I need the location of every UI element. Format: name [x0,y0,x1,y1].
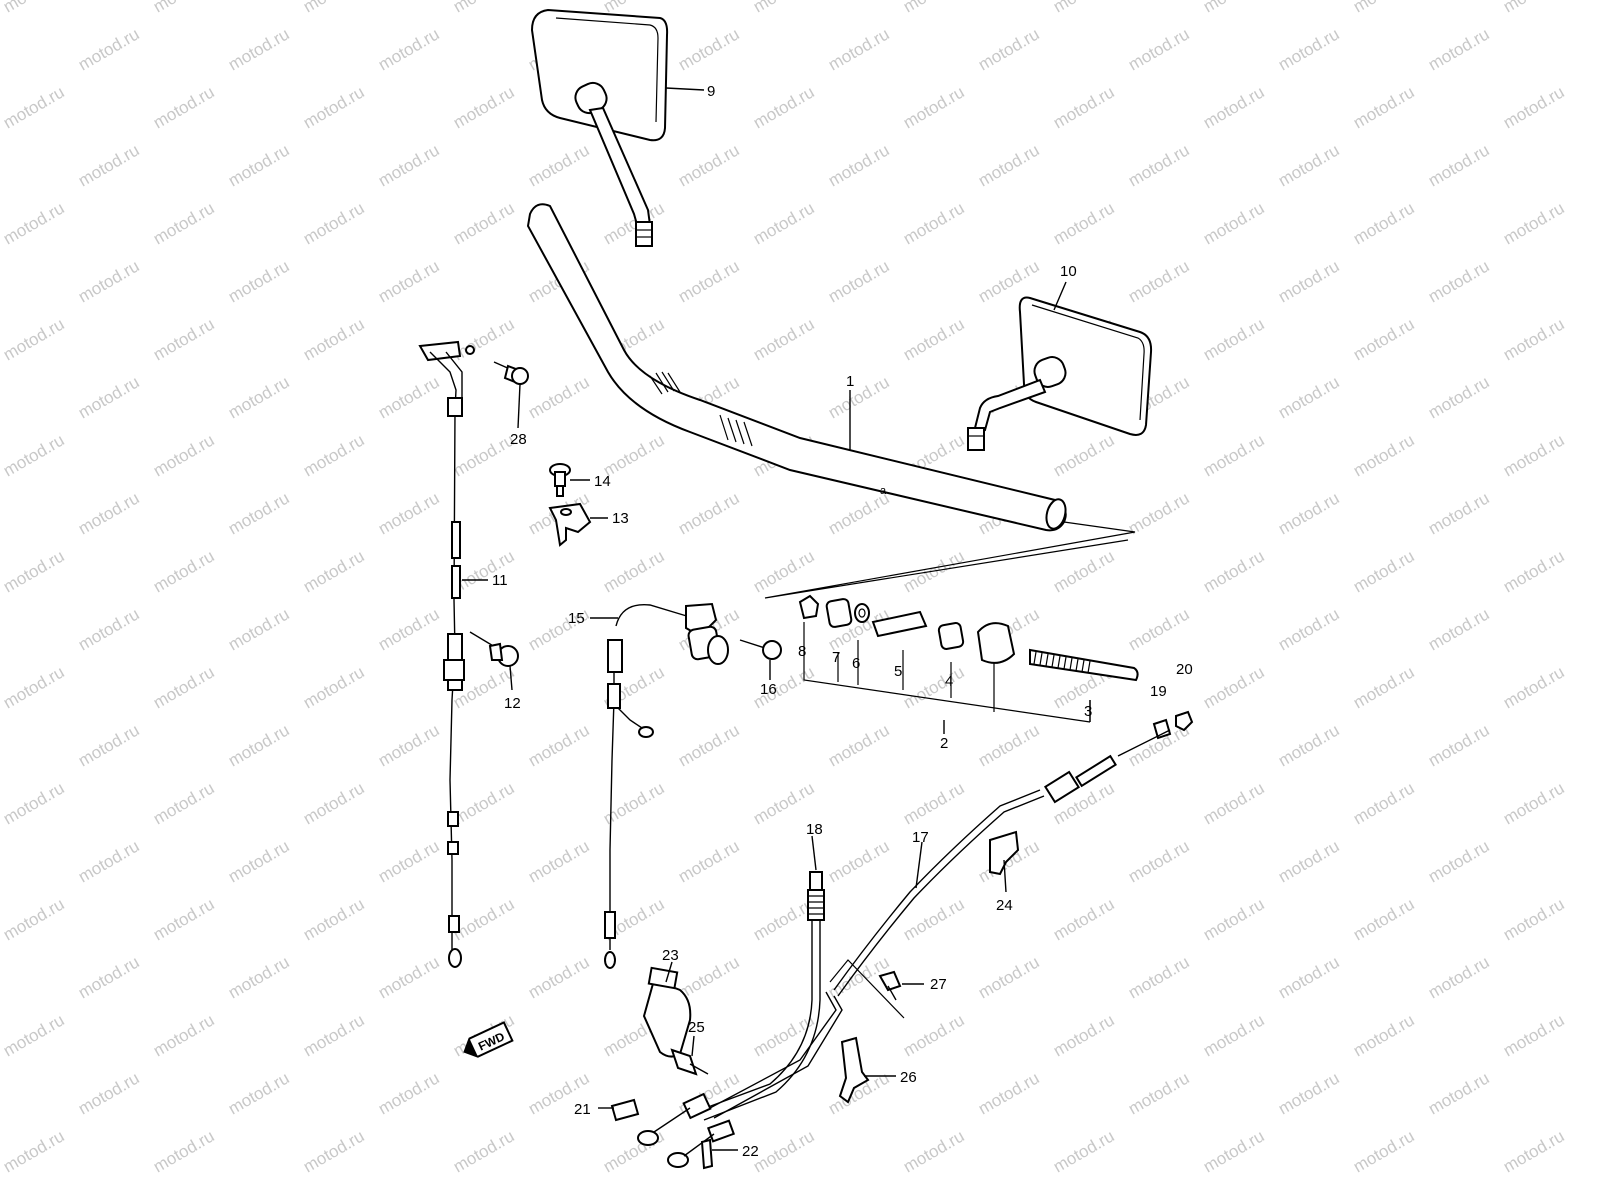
callout-18: 18 [806,821,823,838]
svg-text:a: a [880,485,887,497]
callout-27: 27 [930,976,947,993]
callout-22: 22 [742,1143,759,1160]
callout-17: 17 [912,829,929,846]
screw-16 [739,639,782,660]
callout-13: 13 [612,510,629,527]
bracket-26 [829,959,905,1104]
callout-12: 12 [504,695,521,712]
callout-1: 1 [846,373,854,390]
callout-14: 14 [594,473,611,490]
leader-lines [462,87,1091,1151]
cable-clutch [418,340,475,968]
callout-15: 15 [568,610,585,627]
callout-4: 4 [945,673,953,690]
cable-brake-switch [604,602,729,969]
callout-6: 6 [852,655,860,672]
fwd-arrow-icon: FWD [463,1021,514,1058]
bracket-part-2 [803,622,1091,723]
bracket-ticks [837,640,1091,722]
bolt-27 [878,970,902,1001]
callout-3: 3 [1084,703,1092,720]
mirror-right [967,296,1153,451]
cable-ends [637,1092,736,1168]
nut-20 [1175,710,1194,732]
callout-28: 28 [510,431,527,448]
callout-9: 9 [707,83,715,100]
bar-end-assembly [798,594,1139,682]
callout-25: 25 [688,1019,705,1036]
clamp-13 [548,502,592,547]
callout-7: 7 [832,649,840,666]
callout-8: 8 [798,643,806,660]
cable-18 [699,871,825,1121]
nut-19 [1152,718,1172,740]
callout-5: 5 [894,663,902,680]
callout-24: 24 [996,897,1013,914]
callout-16: 16 [760,681,777,698]
screw-25 [670,1048,709,1076]
screw-28 [493,361,529,386]
callout-10: 10 [1060,263,1077,280]
cover-23 [642,966,692,1058]
callout-19: 19 [1150,683,1167,700]
callout-26: 26 [900,1069,917,1086]
callout-labels: 9 10 1 28 14 13 11 15 12 16 8 7 6 5 4 2 … [492,83,1193,1160]
callout-23: 23 [662,947,679,964]
callout-2: 2 [940,735,948,752]
bracket-24 [989,830,1020,876]
callout-11: 11 [492,572,508,589]
callout-20: 20 [1176,661,1193,678]
bolt-12 [469,631,519,667]
bolt-14 [549,463,571,497]
cable-throttle [709,729,1171,1119]
handlebar: a [526,203,1067,532]
detail-pointer-lines [764,521,1136,599]
clip-22 [700,1138,714,1170]
callout-21: 21 [574,1101,591,1118]
pin-21 [610,1098,640,1122]
mirror-left [530,8,669,247]
